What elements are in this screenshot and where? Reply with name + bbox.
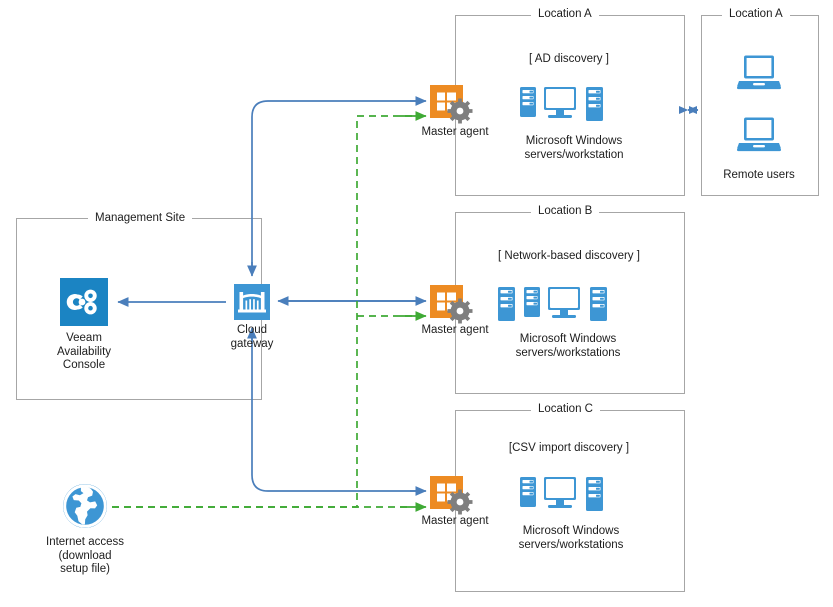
node-servers-b: [498, 286, 628, 333]
globe-icon: [63, 484, 107, 528]
node-label-servers-b: Microsoft Windows servers/workstations: [515, 333, 621, 359]
node-label-master-agent-a: Master agent: [421, 126, 489, 138]
discovery-label-location-a: [ AD discovery ]: [529, 53, 609, 65]
node-master-agent-b[interactable]: [430, 285, 474, 330]
node-label-master-agent-b: Master agent: [421, 324, 489, 336]
discovery-label-location-b: [ Network-based discovery ]: [498, 250, 640, 262]
laptop-icon: [737, 117, 781, 152]
node-label-internet-access: Internet access (download setup file): [46, 536, 124, 575]
node-servers-a: [520, 86, 624, 133]
server-workstation-icon: [520, 477, 603, 511]
node-master-agent-a[interactable]: [430, 85, 474, 130]
veeam-logo-icon: [60, 278, 108, 326]
windows-agent-icon: [430, 285, 473, 324]
node-veeam-console[interactable]: [60, 278, 108, 331]
node-label-cloud-gateway: Cloud gateway: [230, 324, 274, 350]
discovery-label-location-c: [CSV import discovery ]: [508, 442, 630, 454]
node-master-agent-c[interactable]: [430, 476, 474, 521]
windows-agent-icon: [430, 85, 473, 124]
group-title-location-c: Location C: [531, 403, 600, 415]
node-servers-c: [520, 476, 624, 523]
node-label-servers-a: Microsoft Windows servers/workstation: [524, 135, 624, 161]
node-label-remote-users: Remote users: [723, 169, 795, 181]
group-title-location-a-remote: Location A: [722, 8, 790, 20]
windows-agent-icon: [430, 476, 473, 515]
server-workstation-icon: [520, 87, 603, 121]
node-cloud-gateway[interactable]: [234, 284, 270, 325]
bridge-icon: [234, 284, 270, 320]
edge-agent-a-to-gateway: [251, 100, 424, 272]
group-title-location-b: Location B: [531, 205, 600, 217]
laptop-icon: [737, 55, 781, 90]
node-remote-user-1: [737, 55, 781, 96]
node-label-master-agent-c: Master agent: [421, 515, 489, 527]
node-remote-user-2: [737, 117, 781, 158]
server-workstation-icon: [498, 287, 607, 321]
node-label-veeam-console: Veeam Availability Console: [56, 332, 112, 371]
group-title-location-a: Location A: [531, 8, 599, 20]
edge-agent-c-to-gateway: [251, 332, 424, 492]
node-label-servers-c: Microsoft Windows servers/workstations: [518, 525, 624, 551]
node-internet-access[interactable]: [62, 483, 108, 534]
group-title-management-site: Management Site: [88, 212, 193, 224]
